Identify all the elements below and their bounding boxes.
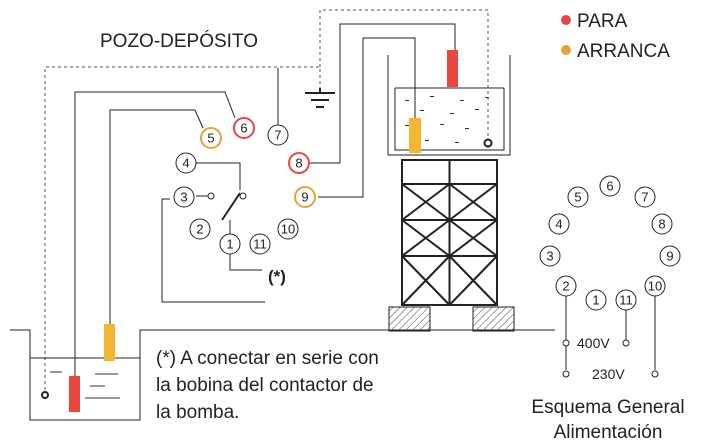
- gen-pin-9: 9: [659, 245, 681, 267]
- gen-pin-7: 7: [634, 186, 656, 208]
- svg-text:8: 8: [295, 156, 302, 171]
- ground-icon: [305, 88, 335, 108]
- switch-lever: [221, 192, 241, 221]
- gen-pin-11: 11: [615, 289, 637, 311]
- pin-3: 3: [173, 186, 195, 208]
- svg-text:11: 11: [619, 293, 633, 308]
- wire-pin1: [229, 254, 262, 271]
- svg-text:1: 1: [592, 293, 599, 308]
- svg-text:7: 7: [274, 128, 281, 143]
- legend-stop-dot: [561, 15, 571, 25]
- tower-footing-left: [388, 306, 431, 332]
- legend-start-label: ARRANCA: [577, 41, 670, 62]
- svg-text:9: 9: [666, 249, 673, 264]
- wire-pin9: [318, 37, 416, 198]
- svg-text:5: 5: [207, 131, 214, 146]
- svg-text:3: 3: [546, 249, 553, 264]
- gen-pin-2: 2: [555, 275, 577, 297]
- svg-text:2: 2: [562, 279, 569, 294]
- note-line-3: la bomba.: [156, 402, 239, 423]
- pin-2: 2: [189, 218, 211, 240]
- pin-1: 1: [219, 233, 241, 255]
- svg-text:4: 4: [182, 156, 189, 171]
- tank-start-probe: [409, 118, 421, 153]
- pin-7: 7: [267, 124, 289, 146]
- legend: PARA ARRANCA: [561, 11, 670, 62]
- well-start-probe: [104, 324, 115, 361]
- svg-text:5: 5: [574, 190, 581, 205]
- note-line-1: (*) A conectar en serie con: [156, 348, 379, 369]
- svg-text:4: 4: [555, 217, 562, 232]
- tank-ground-electrode: [483, 138, 493, 148]
- general-title-line-1: Esquema General: [531, 397, 684, 418]
- gen-pin-5: 5: [567, 186, 589, 208]
- dashed-wires: [44, 9, 489, 390]
- pin-11: 11: [249, 233, 271, 255]
- pin-6: 6: [233, 117, 255, 139]
- well-ground-electrode: [41, 391, 49, 399]
- pin-4: 4: [175, 152, 197, 174]
- svg-text:1: 1: [226, 237, 233, 252]
- gen-pin-10: 10: [644, 275, 666, 297]
- tower-footing-right: [472, 306, 515, 332]
- switch-contact-a: [207, 192, 215, 200]
- svg-text:6: 6: [240, 121, 247, 136]
- note-marker: (*): [268, 267, 286, 286]
- svg-text:3: 3: [180, 190, 187, 205]
- gen-pin-4: 4: [548, 213, 570, 235]
- well-water: [50, 371, 120, 399]
- gen-pin-6: 6: [599, 175, 621, 197]
- diagram-title: POZO-DEPÓSITO: [100, 30, 258, 52]
- gen-pin-1: 1: [585, 289, 607, 311]
- pin-10: 10: [277, 218, 299, 240]
- svg-text:9: 9: [301, 190, 308, 205]
- svg-text:6: 6: [606, 179, 613, 194]
- wire-well-start: [109, 109, 204, 325]
- dashed-wire-tank: [319, 9, 489, 150]
- wires: [10, 23, 555, 421]
- note-line-2: la bobina del contactor de: [156, 375, 374, 396]
- svg-text:10: 10: [281, 222, 295, 237]
- tank-stop-probe: [447, 50, 458, 87]
- well-stop-probe: [69, 376, 80, 412]
- legend-stop-label: PARA: [577, 11, 628, 32]
- svg-text:10: 10: [648, 279, 662, 294]
- pin-9: 9: [294, 186, 316, 208]
- wire-well-stop: [74, 91, 236, 390]
- wire-pin8: [310, 23, 456, 164]
- svg-text:7: 7: [641, 190, 648, 205]
- svg-text:8: 8: [658, 217, 665, 232]
- relay-socket-pins: 1 2 3 4 5 6 7 8 9 10 11: [173, 117, 316, 255]
- tank-tower: [401, 159, 498, 306]
- general-title-line-2: Alimentación: [554, 422, 663, 442]
- switch-contact-b: [239, 192, 247, 200]
- voltage-400-label: 400V: [577, 335, 610, 351]
- svg-text:2: 2: [196, 222, 203, 237]
- pin-5: 5: [200, 127, 222, 149]
- gen-pin-8: 8: [651, 213, 673, 235]
- pin-8: 8: [288, 152, 310, 174]
- water-tank: [387, 50, 511, 156]
- wire-pin3-loop: [161, 198, 265, 303]
- legend-start-dot: [561, 45, 571, 55]
- dashed-wire-well: [44, 66, 321, 390]
- voltage-230-label: 230V: [592, 366, 625, 382]
- general-scheme: 1 2 3 4 5 6 7 8 9 10 11 400V 230V Esquem…: [531, 175, 685, 442]
- gen-pin-3: 3: [539, 245, 561, 267]
- wire-pin4: [196, 162, 241, 190]
- svg-text:11: 11: [253, 237, 267, 252]
- ground-line: [10, 329, 555, 421]
